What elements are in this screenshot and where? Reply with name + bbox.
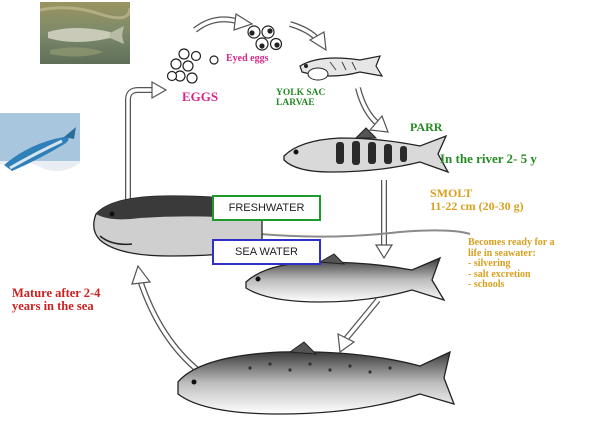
seawater-ready-label: Becomes ready for a life in seawater: - …	[468, 238, 555, 291]
eggs-label: EGGS	[182, 90, 218, 104]
larvae-label-line: LARVAE	[276, 99, 325, 109]
mature-label: Mature after 2-4 years in the sea	[12, 287, 100, 313]
seawater-ready-line-3: - silvering	[468, 259, 555, 270]
smolt-label: SMOLT 11-22 cm (20-30 g)	[430, 187, 524, 212]
parr-label: PARR	[410, 121, 442, 134]
eyed-eggs-label: Eyed eggs	[226, 54, 269, 65]
freshwater-label: FRESHWATER	[216, 199, 317, 217]
eggs-cluster	[168, 49, 219, 83]
yolk-sac-larva-fish	[300, 56, 382, 80]
river-duration-label: In the river 2- 5 y	[440, 152, 537, 166]
mature-line-2: years in the sea	[12, 300, 100, 313]
smolt-title-line: SMOLT	[430, 187, 524, 200]
parr-fish	[284, 128, 448, 172]
seawater-ready-line-1: Becomes ready for a	[468, 238, 555, 249]
seawater-ready-line-5: - schools	[468, 280, 555, 291]
eyed-eggs-cluster	[248, 26, 282, 50]
yolk-sac-larvae-label: YOLK SAC LARVAE	[276, 89, 325, 109]
smolt-size-line: 11-22 cm (20-30 g)	[430, 200, 524, 213]
seawater-label: SEA WATER	[216, 243, 317, 261]
adult-sea-fish	[178, 342, 454, 414]
